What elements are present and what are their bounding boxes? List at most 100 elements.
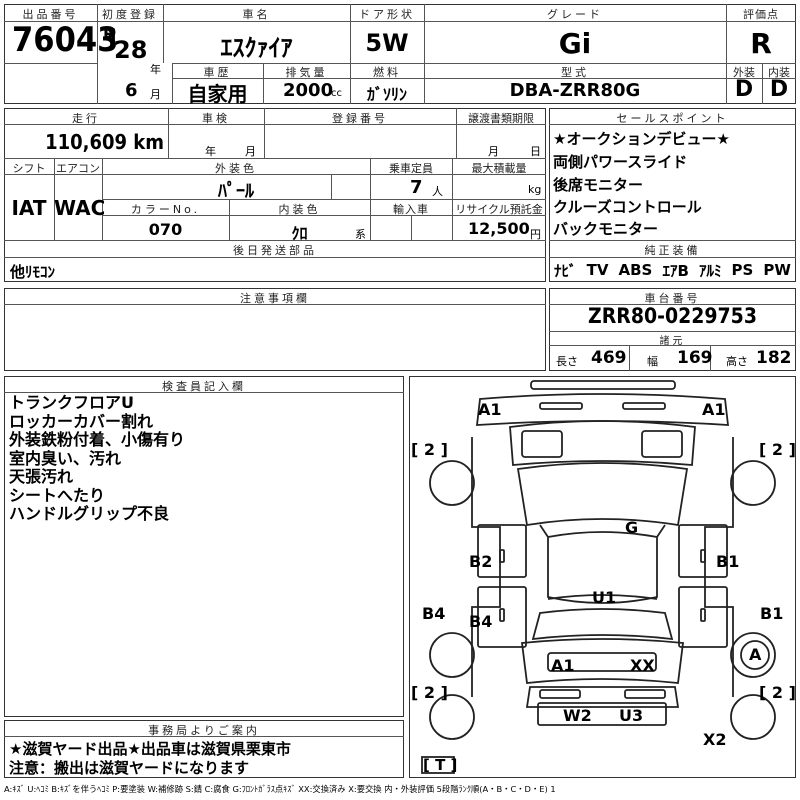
equipment-label: 純正装備 [644,244,701,257]
displacement-value: 2000 [283,80,334,101]
width-value: 169 [677,348,713,368]
inspector-note: シートへたり [9,485,106,505]
damage-mark: B4 [469,612,493,631]
damage-mark: [ 2 ] [411,683,448,702]
office-box [4,720,404,778]
car-name: ｴｽｸｧｲｱ [220,34,293,62]
ac-label: エアコン [56,162,100,175]
sales-points-box [549,108,796,282]
inspector-note: ハンドルグリップ不良 [9,504,170,523]
interior-color-value: ｸﾛ [291,224,308,243]
spec-label: 諸元 [659,336,686,347]
height-label: 高さ [726,355,748,368]
recycle-value: 12,500 [468,219,530,238]
sales-point-item: 両側パワースライド [553,153,688,171]
inspector-note: 室内臭い、汚れ [9,448,122,468]
car-diagram-box [409,376,796,778]
equipment-item: ABS [618,261,653,279]
damage-mark: B1 [716,552,740,571]
insp-month-unit: 月 [245,145,256,158]
displacement-unit: cc [331,88,342,99]
history-label: 車歴 [203,66,232,79]
caution-label: 注意事項欄 [240,292,310,305]
inspector-label: 検査員記入欄 [162,380,246,393]
later-parts-value: 他ﾘﾓｺﾝ [10,263,56,281]
recycle-label: リサイクル預託金 [455,203,543,216]
details-table [4,108,546,282]
car-diagram [421,380,776,774]
office-label: 事務局よりご案内 [148,724,260,737]
damage-mark: W2 [563,706,592,725]
damage-mark: [ 2 ] [759,440,796,459]
inspector-box [4,376,404,717]
door-value: 5W [365,29,409,57]
capacity-value: 7 [410,177,423,198]
era: H [103,25,117,44]
damage-mark: [ 2 ] [759,683,796,702]
reg-year: 28 [114,36,148,64]
damage-mark: B4 [422,604,446,623]
registration-label: 登録番号 [332,112,388,125]
color-value: ﾊﾟｰﾙ [218,181,254,202]
color-no-label: カラーNo. [130,203,201,216]
exterior-label: 外装 [733,66,755,79]
chassis-label: 車台番号 [644,292,701,305]
sales-point-item: クルーズコントロール [553,198,702,216]
transfer-label: 譲渡書類期限 [468,112,534,125]
sales-point-item: ★オークションデビュー★ [553,130,730,148]
later-parts-label: 後日発送部品 [233,244,317,257]
sales-point-item: 後席モニター [553,176,644,194]
mileage-value: 110,609 km [45,130,164,154]
month-unit: 月 [150,88,161,101]
import-label: 輸入車 [393,203,429,216]
reg-month: 6 [125,80,138,101]
inspector-note: 天張汚れ [9,467,74,486]
model-label: 型式 [561,66,589,79]
interior-color-label: 内装色 [278,203,321,216]
office-line: 注意：搬出は滋賀ヤードになります [9,759,250,777]
transfer-month-unit: 月 [488,145,499,158]
lot-number: 76043 [12,20,119,60]
interior-label: 内装 [768,66,790,79]
equipment-item: ﾅﾋﾞ [554,261,577,280]
equipment-item: ｱﾙﾐ [698,261,722,280]
damage-mark: A1 [478,400,502,419]
damage-mark: X2 [703,730,727,749]
damage-mark: U1 [592,588,617,607]
damage-mark: A [749,645,762,664]
damage-mark: B1 [760,604,784,623]
max-load-unit: kg [528,183,542,196]
office-line: ★滋賀ヤード出品★出品車は滋賀県栗東市 [9,740,291,758]
damage-mark: [ 2 ] [411,440,448,459]
damage-mark: [ T ] [423,756,458,774]
color-label: 外装色 [215,162,257,175]
length-label: 長さ [556,355,578,368]
transfer-day-unit: 日 [530,145,541,158]
damage-mark: G [625,518,639,537]
score-label: 評価点 [743,8,779,21]
shift-label: シフト [12,162,46,175]
chassis-box [549,288,796,371]
legend-text: A:ｷｽﾞ U:ﾍｺﾐ B:ｷｽﾞを伴うﾍｺﾐ P:要塗装 W:補修跡 S:錆 … [4,784,556,794]
year-unit: 年 [150,63,161,76]
fuel-value: ｶﾞｿﾘﾝ [366,85,407,104]
damage-mark: A1 [551,656,575,675]
history-value: 自家用 [187,82,248,106]
inspector-note: ロッカーカバー割れ [9,411,154,431]
sales-point-item: バックモニター [553,220,659,238]
capacity-unit: 人 [432,185,443,198]
grade-value: Gi [558,27,592,60]
damage-mark: A1 [702,400,726,419]
model-value: DBA-ZRR80G [509,80,641,101]
height-value: 182 [756,348,792,368]
max-load-label: 最大積載量 [471,162,527,175]
equipment-item: PS [731,261,754,279]
width-label: 幅 [647,355,658,368]
ac-value: WAC [54,196,106,220]
grade-label: グレード [547,8,603,21]
exterior-value: D [734,77,754,102]
capacity-label: 乗車定員 [389,162,433,175]
color-no-value: 070 [148,220,183,239]
fuel-label: 燃料 [373,66,401,79]
equipment-item: TV [586,261,609,279]
